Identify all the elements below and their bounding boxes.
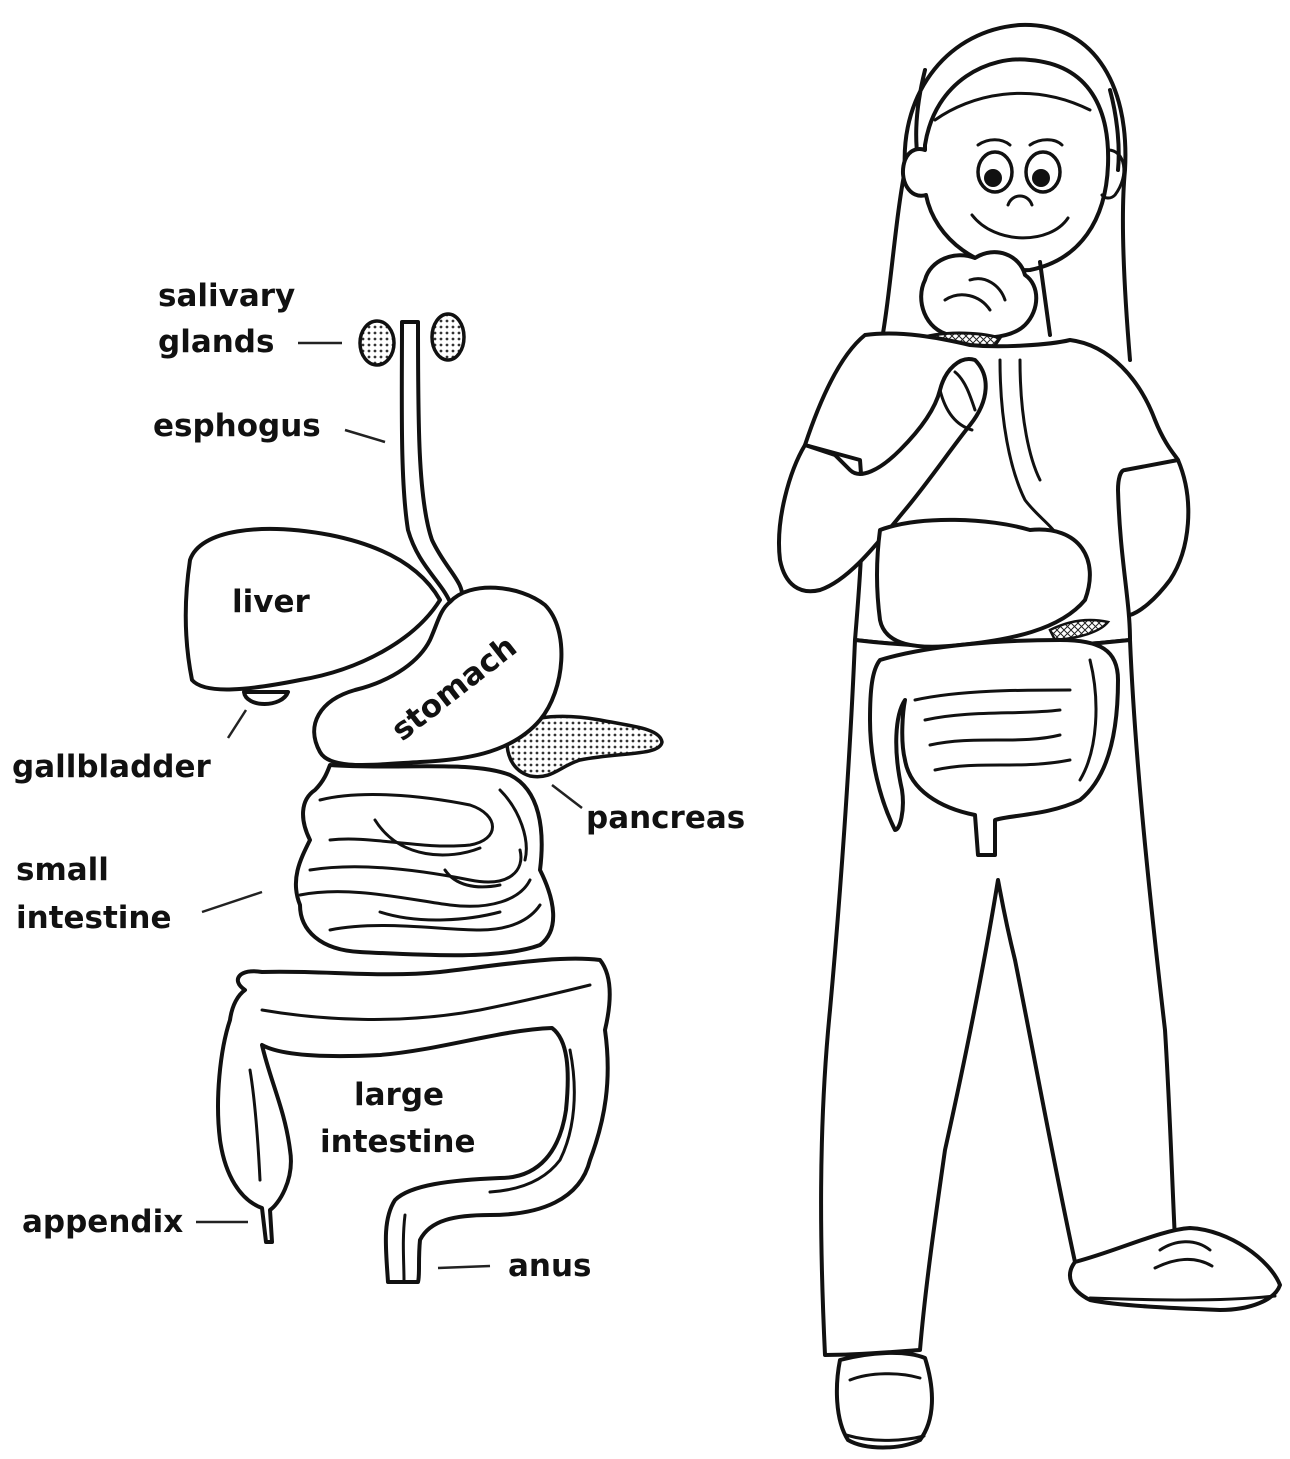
- label-esophagus: esphogus: [153, 408, 321, 444]
- label-gallbladder: gallbladder: [12, 749, 212, 785]
- large-intestine: [218, 959, 610, 1282]
- gallbladder: [244, 692, 288, 704]
- label-pancreas: pancreas: [586, 800, 745, 836]
- label-liver: liver: [232, 584, 310, 620]
- label-appendix: appendix: [22, 1204, 183, 1240]
- liver: [186, 529, 440, 689]
- label-small-intestine-line2: intestine: [16, 900, 172, 936]
- label-salivary-line2: glands: [158, 324, 274, 360]
- label-small-intestine-line1: small: [16, 852, 109, 888]
- esophagus: [402, 322, 463, 602]
- digestive-diagram: salivary glands esphogus liver stomach g…: [12, 278, 745, 1284]
- girl-illustration: [779, 25, 1280, 1448]
- right-arm: [1130, 460, 1188, 615]
- label-salivary-line1: salivary: [158, 278, 295, 314]
- label-anus: anus: [508, 1248, 592, 1284]
- label-large-intestine-line2: intestine: [320, 1124, 476, 1160]
- small-intestine: [296, 765, 553, 955]
- label-large-intestine-line1: large: [354, 1077, 444, 1113]
